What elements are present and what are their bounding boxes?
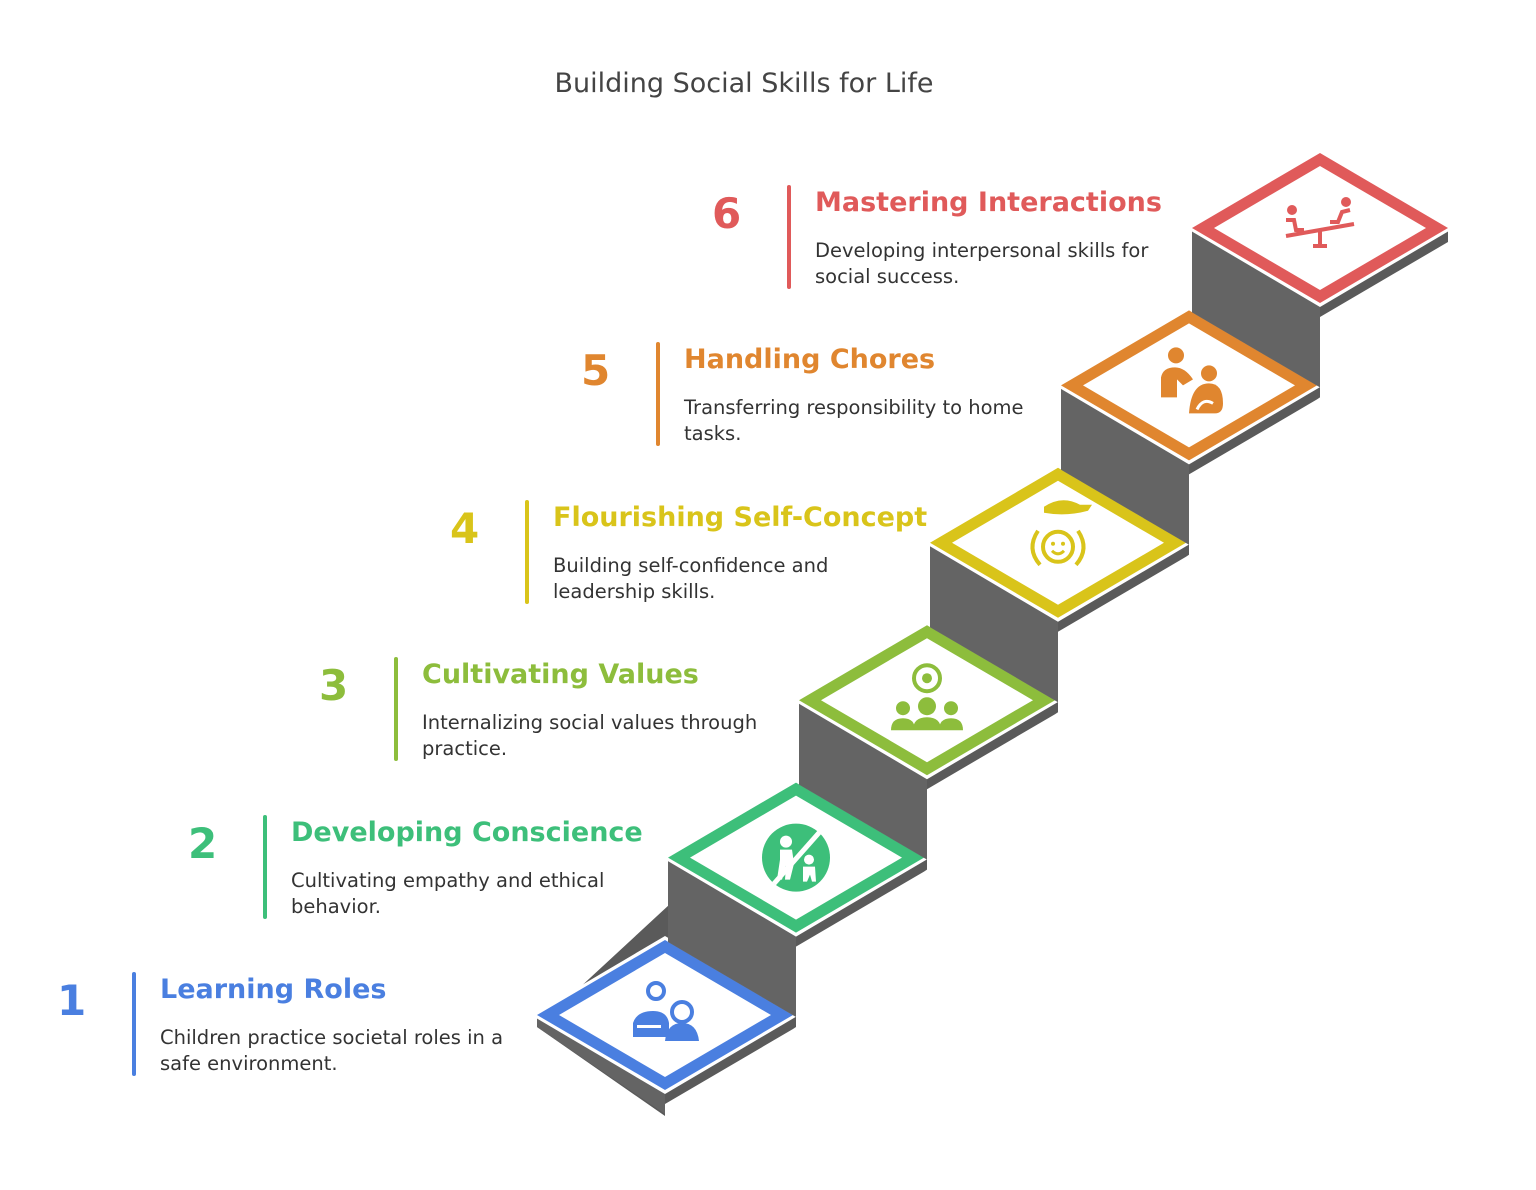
step-number: 3 — [319, 661, 349, 711]
step-description: Children practice societal roles in a sa… — [160, 1026, 504, 1075]
page-title: Building Social Skills for Life — [554, 68, 934, 99]
stair-riser-3 — [799, 700, 927, 860]
step-description: Building self-confidence and leadership … — [553, 553, 829, 603]
stair-riser-5 — [1061, 385, 1189, 545]
step-title: Handling Chores — [684, 344, 936, 376]
step-description: Developing interpersonal skills for soci… — [815, 239, 1149, 288]
step-divider — [656, 342, 660, 447]
step-divider — [263, 814, 267, 919]
step-number: 4 — [450, 503, 480, 553]
step-divider — [787, 185, 791, 289]
stair-riser-4 — [930, 542, 1058, 703]
step-title: Flourishing Self-Concept — [553, 501, 928, 533]
step-description: Internalizing social values through prac… — [422, 711, 758, 761]
step-description: Transferring responsibility to home task… — [684, 396, 1024, 446]
step-title: Mastering Interactions — [815, 187, 1162, 218]
tread-face-5 — [1083, 323, 1295, 448]
stair-riser-2 — [668, 857, 796, 1017]
stair-riser-1 — [537, 1015, 665, 1114]
seesaw-icon — [1285, 197, 1355, 248]
step-description: Cultivating empathy and ethical behavior… — [291, 868, 605, 918]
step-title: Developing Conscience — [291, 816, 643, 848]
step-number: 2 — [188, 818, 218, 868]
step-divider — [132, 972, 136, 1076]
stair-step-1 — [531, 936, 799, 1114]
step-number: 6 — [712, 189, 742, 238]
team-sport-icon — [891, 663, 963, 731]
step-title: Learning Roles — [160, 974, 387, 1005]
parent-child-icon — [1161, 347, 1223, 414]
step-title: Cultivating Values — [422, 659, 699, 691]
happy-child-icon — [1030, 500, 1092, 567]
step-divider — [525, 499, 529, 604]
step-number: 5 — [581, 346, 611, 396]
tread-face-4 — [952, 480, 1164, 605]
step-number: 1 — [57, 976, 87, 1025]
role-play-icon — [633, 981, 699, 1041]
stair-riser-6 — [1192, 228, 1320, 388]
no-bullying-icon — [762, 823, 830, 892]
step-divider — [394, 657, 398, 762]
stair-step-6 — [1186, 149, 1454, 388]
